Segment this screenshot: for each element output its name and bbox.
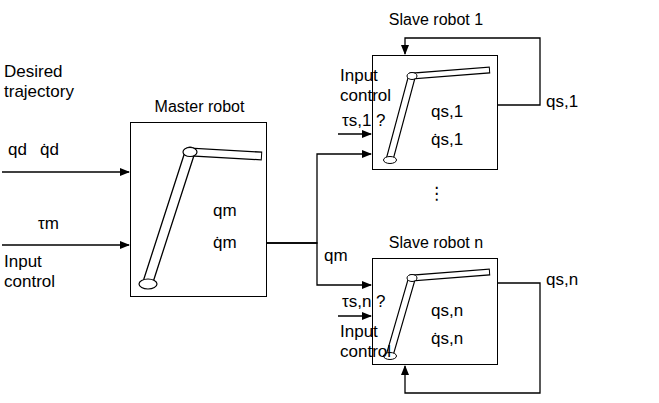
signal-label: ⋮ [428,184,445,204]
signal-label: τm [38,214,59,234]
signal-label: Input control [340,322,402,362]
signal-label: q̇d [40,140,59,160]
state-variable: q̇m [213,233,237,253]
feedback-loop [405,283,540,393]
torque-arrow [338,133,371,134]
signal-label: qs,n [546,270,578,290]
signal-label: Desired trajectory [4,62,84,102]
torque-arrow [338,315,371,316]
robot-box: Slave robot 1qs,1q̇s,1 [372,55,498,170]
robot-arm [384,272,491,360]
state-variable: qm [213,201,237,221]
signal-label: τs,1 ? [342,111,386,131]
signal-label: τs,n ? [342,292,386,312]
state-variable: q̇s,n [431,329,463,349]
trajectory-arrow [2,171,129,172]
signal-label: Input control [340,66,402,106]
signal-label: qm [322,246,350,266]
robot-arm [384,70,491,164]
robot-arm [139,148,262,290]
signal-connector [267,154,371,243]
signal-connector [267,243,371,285]
state-variable: qs,1 [431,102,463,122]
box-title: Master robot [155,97,245,117]
signal-label: qd [8,140,27,160]
torque-arrow [2,244,129,245]
signal-label: qs,1 [546,92,578,112]
feedback-loop [405,38,540,105]
signal-label: Input control [4,252,76,292]
box-title: Slave robot 1 [389,10,483,30]
state-variable: qs,n [431,301,463,321]
robot-box: Master robotqmq̇m [130,122,267,297]
box-title: Slave robot n [389,233,483,253]
state-variable: q̇s,1 [431,130,463,150]
